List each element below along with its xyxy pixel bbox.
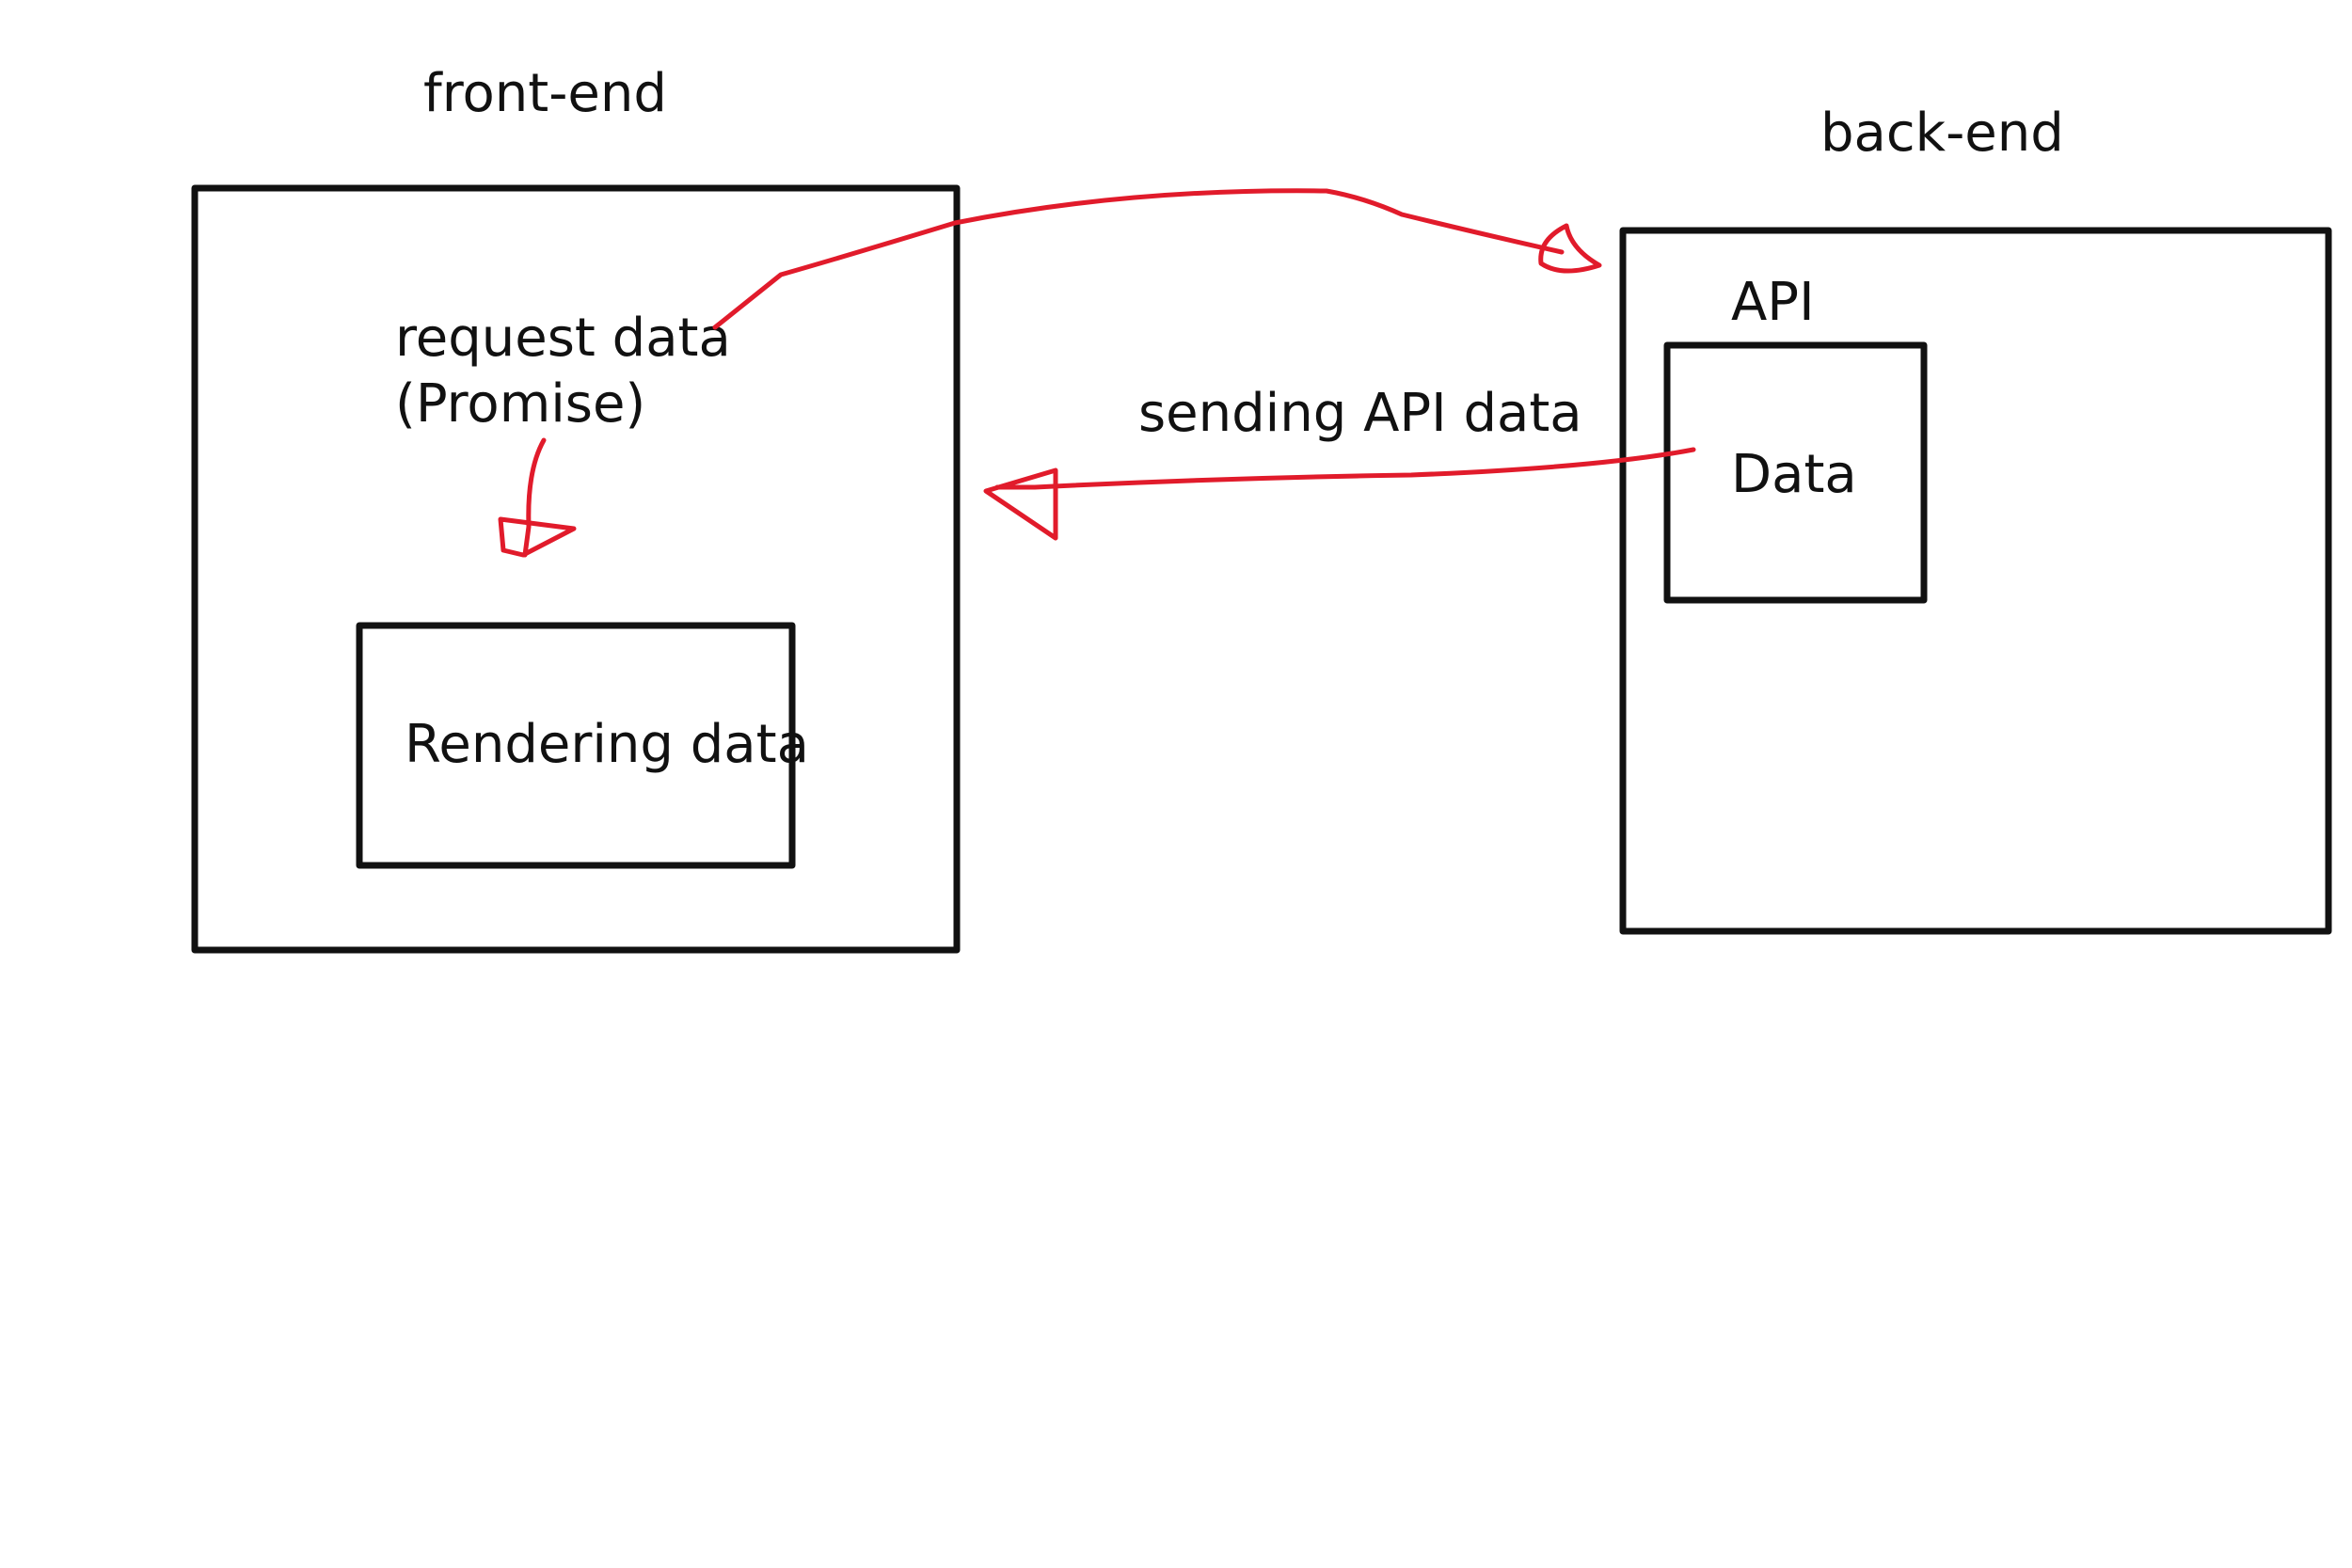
rendering-box xyxy=(356,622,796,869)
backend-box xyxy=(1619,227,2332,935)
api-data-box xyxy=(1663,341,1928,604)
api-label: API xyxy=(1731,272,1815,333)
frontend-title: front-end xyxy=(423,63,667,124)
frontend-box xyxy=(191,184,961,954)
promise-label: (Promise) xyxy=(395,373,645,435)
request-arrowhead xyxy=(1538,223,1602,274)
sending-api-data-label: sending API data xyxy=(1138,383,1582,444)
data-label: Data xyxy=(1731,444,1857,505)
rendering-data-label: Rendering data xyxy=(405,714,809,775)
response-arrow xyxy=(983,447,1696,541)
request-arrow-line xyxy=(712,188,1565,330)
backend-title: back-end xyxy=(1820,103,2064,164)
render-arrow xyxy=(498,437,577,558)
response-arrow-line xyxy=(994,447,1696,490)
response-arrowhead xyxy=(983,467,1058,541)
request-data-label: request data xyxy=(395,308,731,369)
request-arrow xyxy=(712,188,1602,330)
render-arrow-line xyxy=(522,437,547,558)
render-arrowhead xyxy=(498,516,577,558)
